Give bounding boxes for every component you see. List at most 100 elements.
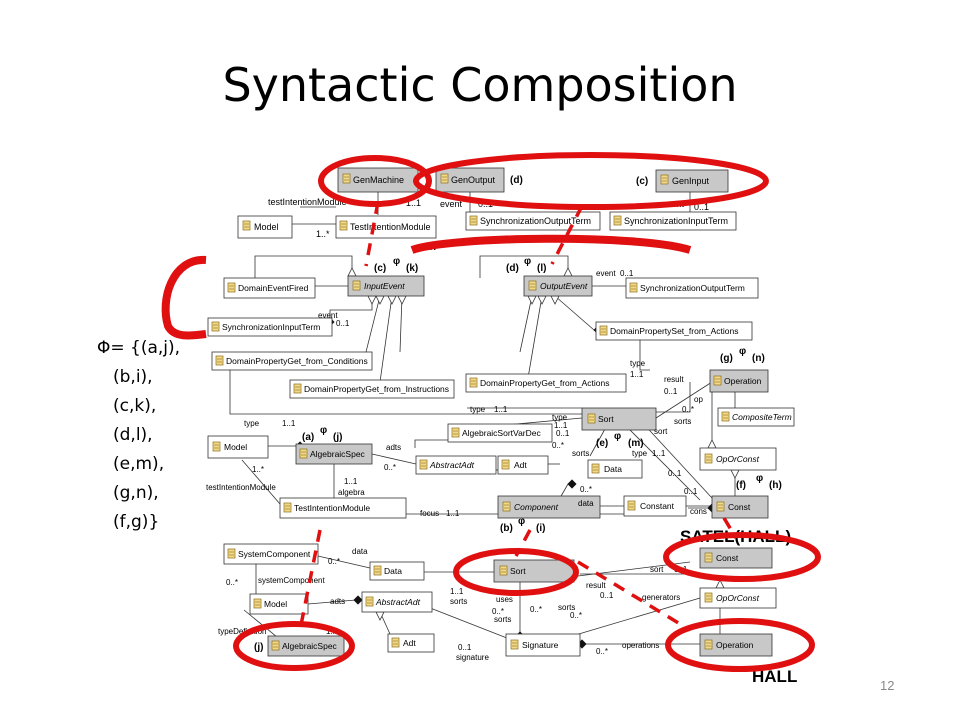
- marker-phi: φ: [518, 516, 525, 527]
- svg-text:GenOutput: GenOutput: [451, 175, 496, 185]
- svg-text:Sort: Sort: [510, 566, 526, 576]
- class-propertyget-actions: DomainPropertyGet_from_Actions: [465, 373, 627, 393]
- assoc-label: 0..1: [620, 269, 634, 278]
- marker-i: (i): [536, 523, 545, 534]
- bottom-diagram: SystemComponent Data Sort Const Model: [218, 527, 797, 686]
- b-class-operation: Operation: [699, 633, 773, 657]
- assoc-label: sort: [650, 565, 664, 574]
- label-d: (d): [510, 175, 523, 186]
- class-inputevent: InputEvent: [347, 275, 425, 297]
- assoc-label: 0..1: [600, 591, 614, 600]
- marker-h: (h): [769, 480, 782, 491]
- marker-phi: φ: [524, 256, 531, 267]
- mapping-line: (g,n),: [113, 483, 159, 503]
- b-class-algebraicspec: AlgebraicSpec: [267, 635, 345, 657]
- class-adt: Adt: [497, 455, 549, 475]
- assoc-label: 0..*: [384, 463, 396, 472]
- b-class-data: Data: [369, 561, 425, 581]
- assoc-label: cons: [690, 507, 707, 516]
- svg-text:TestIntentionModule: TestIntentionModule: [350, 222, 431, 232]
- marker-j: (j): [333, 432, 342, 443]
- class-testintentionmodule: TestIntentionModule: [279, 497, 407, 519]
- svg-text:SynchronizationInputTerm: SynchronizationInputTerm: [624, 216, 728, 226]
- svg-text:Operation: Operation: [724, 376, 762, 386]
- svg-text:OutputEvent: OutputEvent: [540, 281, 588, 291]
- svg-text:Sort: Sort: [598, 414, 614, 424]
- assoc-label: 0..*: [552, 441, 564, 450]
- svg-text:GenInput: GenInput: [672, 176, 710, 186]
- assoc-label: operations: [622, 641, 659, 650]
- class-oporconst: OpOrConst: [699, 447, 777, 471]
- svg-text:DomainEventFired: DomainEventFired: [238, 283, 309, 293]
- assoc-label: type: [552, 413, 568, 422]
- assoc-label: event: [596, 269, 616, 278]
- svg-text:AbstractAdt: AbstractAdt: [375, 597, 421, 607]
- assoc-label: signature: [456, 653, 489, 662]
- svg-text:Signature: Signature: [522, 640, 559, 650]
- marker-phi: φ: [756, 473, 763, 484]
- b-class-sort: Sort: [493, 559, 575, 583]
- assoc-label: op: [694, 395, 703, 404]
- svg-text:SynchronizationOutputTerm: SynchronizationOutputTerm: [640, 283, 745, 293]
- assoc-label: data: [352, 547, 368, 556]
- assoc-label: 0..1: [664, 387, 678, 396]
- assoc-label: sorts: [450, 597, 467, 606]
- label-multiplicity: 1..*: [316, 229, 330, 239]
- svg-text:Const: Const: [728, 502, 751, 512]
- assoc-label: 0..1: [668, 469, 682, 478]
- svg-text:DomainPropertyGet_from_Actions: DomainPropertyGet_from_Actions: [480, 378, 609, 388]
- svg-text:SynchronizationOutputTerm: SynchronizationOutputTerm: [480, 216, 591, 226]
- assoc-label: 1..1: [282, 419, 296, 428]
- marker-phi: φ: [739, 346, 746, 357]
- class-constant: Constant: [623, 495, 687, 517]
- middle-diagram: DomainEventFired InputEvent OutputEvent …: [206, 250, 795, 535]
- class-const: Const: [711, 495, 769, 519]
- assoc-label: 1..1: [446, 509, 460, 518]
- class-compositeterm: CompositeTerm: [717, 407, 795, 427]
- assoc-label: adts: [330, 597, 345, 606]
- class-component: Component: [497, 495, 601, 519]
- label-role: testIntentionModule: [268, 197, 347, 207]
- assoc-label: systemComponent: [258, 576, 325, 585]
- highlight-annotations: [161, 152, 821, 672]
- assoc-label: 0..1: [458, 643, 472, 652]
- assoc-label: result: [664, 375, 684, 384]
- page-number: 12: [880, 678, 895, 693]
- assoc-label: sorts: [674, 417, 691, 426]
- assoc-label: result: [586, 581, 606, 590]
- b-class-adt: Adt: [387, 633, 435, 653]
- assoc-label: type: [630, 359, 646, 368]
- svg-text:DomainPropertySet_from_Actions: DomainPropertySet_from_Actions: [610, 326, 739, 336]
- mapping-line: Φ= {(a,j),: [97, 338, 181, 358]
- assoc-label: 0..*: [530, 605, 542, 614]
- assoc-label: 0..*: [492, 607, 504, 616]
- marker-c: (c): [374, 263, 386, 274]
- top-class-genmachine: GenMachine: [337, 167, 419, 193]
- marker-l: (l): [537, 263, 546, 274]
- marker-n: (n): [752, 353, 765, 364]
- b-class-const: Const: [699, 547, 773, 569]
- top-class-model: Model: [237, 215, 293, 239]
- class-abstractadt: AbstractAdt: [415, 455, 497, 475]
- top-class-syncoutput: SynchronizationOutputTerm: [465, 211, 601, 231]
- assoc-label: event: [318, 311, 338, 320]
- svg-text:Const: Const: [716, 553, 739, 563]
- b-class-signature: Signature: [505, 633, 581, 657]
- svg-text:Operation: Operation: [716, 640, 754, 650]
- class-syncoutputterm: SynchronizationOutputTerm: [625, 277, 759, 299]
- marker-phi: φ: [614, 431, 621, 442]
- assoc-label: 0..1: [556, 429, 570, 438]
- top-class-geninput: GenInput: [655, 169, 729, 193]
- marker-phi: φ: [320, 425, 327, 436]
- assoc-label: 1..*: [252, 465, 264, 474]
- marker-m: (m): [628, 438, 644, 449]
- assoc-label: 0..1: [336, 319, 350, 328]
- assoc-label: typeDefinition: [218, 627, 266, 636]
- class-algebraicspec: AlgebraicSpec: [295, 443, 373, 465]
- svg-text:Data: Data: [604, 464, 622, 474]
- top-class-syncinput: SynchronizationInputTerm: [609, 211, 737, 231]
- class-data: Data: [587, 459, 643, 479]
- marker-b: (b): [500, 523, 513, 534]
- assoc-label: 1..1: [630, 370, 644, 379]
